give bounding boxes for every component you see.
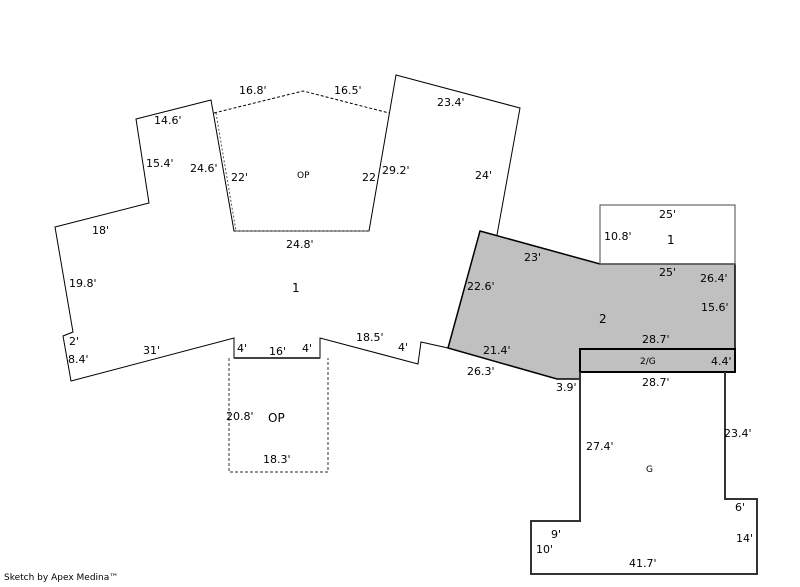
dim-label: 16.5' [334,84,362,97]
area-1-main-shape[interactable] [54,74,521,382]
area-label-2: 2 [599,312,607,326]
dim-label: 24.8' [286,238,314,251]
area-label-1-main: 1 [292,281,300,295]
dim-label: 24' [475,169,492,182]
dim-label: 18.3' [263,453,291,466]
dim-label: 26.3' [467,365,495,378]
dim-label: 21.4' [483,344,511,357]
dim-label: 27.4' [586,440,614,453]
dim-label: 4' [302,342,312,355]
garage-shape[interactable] [530,372,758,575]
area-2g-shape[interactable] [579,348,736,373]
dim-label: 25' [659,266,676,279]
dim-label: 14.6' [154,114,182,127]
dim-label: 16.8' [239,84,267,97]
area-label-op-bottom: OP [268,411,285,425]
dim-label: 20.8' [226,410,254,423]
dim-label: 3.9' [556,381,577,394]
open-porch-top-inner [215,112,369,232]
area-label-1-upper-right: 1 [667,233,675,247]
dim-label: 25' [659,208,676,221]
dim-label: 31' [143,344,160,357]
dim-label: 8.4' [68,353,89,366]
dim-label: 19.8' [69,277,97,290]
dim-label: 15.4' [146,157,174,170]
dim-label: 18.5' [356,331,384,344]
area-label-op-top: OP [297,171,310,181]
area-1-upper-right-shape[interactable] [599,204,736,265]
dim-label: 9' [551,528,561,541]
open-porch-bottom-shape[interactable] [228,358,329,473]
dim-label: 14' [736,532,753,545]
dim-label: 2' [69,335,79,348]
dim-label: 22.6' [467,280,495,293]
dim-label: 16' [269,345,286,358]
dim-label: 15.6' [701,301,729,314]
dim-label: 10' [536,543,553,556]
dim-label: 22' [231,171,248,184]
dim-label: 29.2' [382,164,410,177]
dim-label: 18' [92,224,109,237]
open-porch-top-shape[interactable] [213,90,390,114]
area-label-g: G [646,465,653,475]
dim-label: 22 [362,171,376,184]
dim-label: 4' [398,341,408,354]
dim-label: 4' [237,342,247,355]
dim-label: 23.4' [724,427,752,440]
dim-label: 23' [524,251,541,264]
dim-label: 28.7' [642,333,670,346]
dim-label: 24.6' [190,162,218,175]
area-label-2g: 2/G [640,357,656,367]
dim-label: 23.4' [437,96,465,109]
dim-label: 6' [735,501,745,514]
dim-label: 26.4' [700,272,728,285]
sketch-credit: Sketch by Apex Medina™ [4,573,119,583]
dim-label: 41.7' [629,557,657,570]
dim-label: 10.8' [604,230,632,243]
dim-label: 4.4' [711,355,732,368]
dim-label: 28.7' [642,376,670,389]
